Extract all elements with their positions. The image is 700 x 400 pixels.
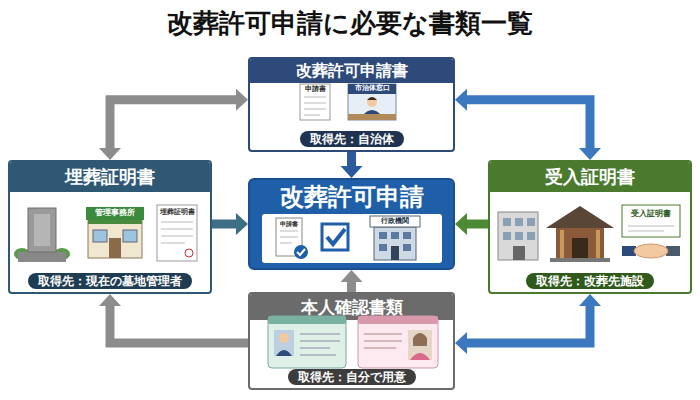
- document-box: 受入証明書取得先：改葬先施設: [488, 160, 692, 294]
- arrow-head: [99, 148, 121, 160]
- arrow-head: [341, 166, 363, 178]
- connector-line: [466, 305, 590, 343]
- box-heading: 改葬許可申請: [250, 180, 453, 214]
- arrow-head: [455, 89, 467, 111]
- arrow-head: [579, 294, 601, 306]
- connector-line: [110, 100, 237, 149]
- document-box: 埋葬証明書取得先：現在の墓地管理者: [8, 160, 212, 294]
- source-pill: 取得先：改葬先施設: [526, 273, 654, 289]
- connector-arrow: [455, 213, 488, 235]
- arrow-head: [455, 332, 467, 354]
- box-heading: 改葬許可申請書: [250, 59, 453, 83]
- source-pill: 取得先：自分で用意: [288, 369, 416, 385]
- box-heading: 受入証明書: [490, 162, 690, 192]
- document-box: 本人確認書類取得先：自分で用意: [248, 292, 455, 390]
- connector-line: [466, 220, 488, 229]
- arrow-head: [341, 270, 363, 282]
- connector-arrow: [212, 213, 248, 235]
- connector-line: [110, 305, 248, 343]
- connector-arrow: [455, 89, 601, 160]
- connector-line: [347, 152, 356, 167]
- document-box: 改葬許可申請書取得先：自治体: [248, 57, 455, 152]
- icon-label: 申請書: [300, 86, 330, 94]
- icon-label: 埋葬証明書: [157, 209, 197, 217]
- connector-arrow: [341, 152, 363, 178]
- connector-arrow: [99, 294, 248, 343]
- icon-label: 市治体窓口: [348, 85, 396, 93]
- icon-label: 行政機関: [370, 218, 420, 226]
- icon-label: 受入証明書: [622, 210, 680, 219]
- source-pill: 取得先：自治体: [300, 131, 404, 147]
- diagram-title: 改葬許可申請に必要な書類一覧: [0, 6, 700, 40]
- icon-label: 管理事務所: [86, 209, 144, 218]
- connector-arrow: [455, 294, 601, 354]
- arrow-head: [99, 294, 121, 306]
- box-heading: 埋葬証明書: [10, 162, 210, 192]
- arrow-head: [579, 148, 601, 160]
- arrow-head: [455, 213, 467, 235]
- source-pill: 取得先：現在の墓地管理者: [28, 273, 192, 289]
- target-box: 改葬許可申請: [248, 178, 455, 270]
- box-heading: 本人確認書類: [250, 294, 453, 320]
- arrow-head: [236, 89, 248, 111]
- connector-arrow: [99, 89, 248, 160]
- connector-line: [347, 281, 356, 292]
- connector-arrow: [341, 270, 363, 292]
- arrow-head: [236, 213, 248, 235]
- icon-label: 申請書: [276, 221, 302, 228]
- connector-line: [212, 220, 237, 229]
- connector-line: [466, 100, 590, 149]
